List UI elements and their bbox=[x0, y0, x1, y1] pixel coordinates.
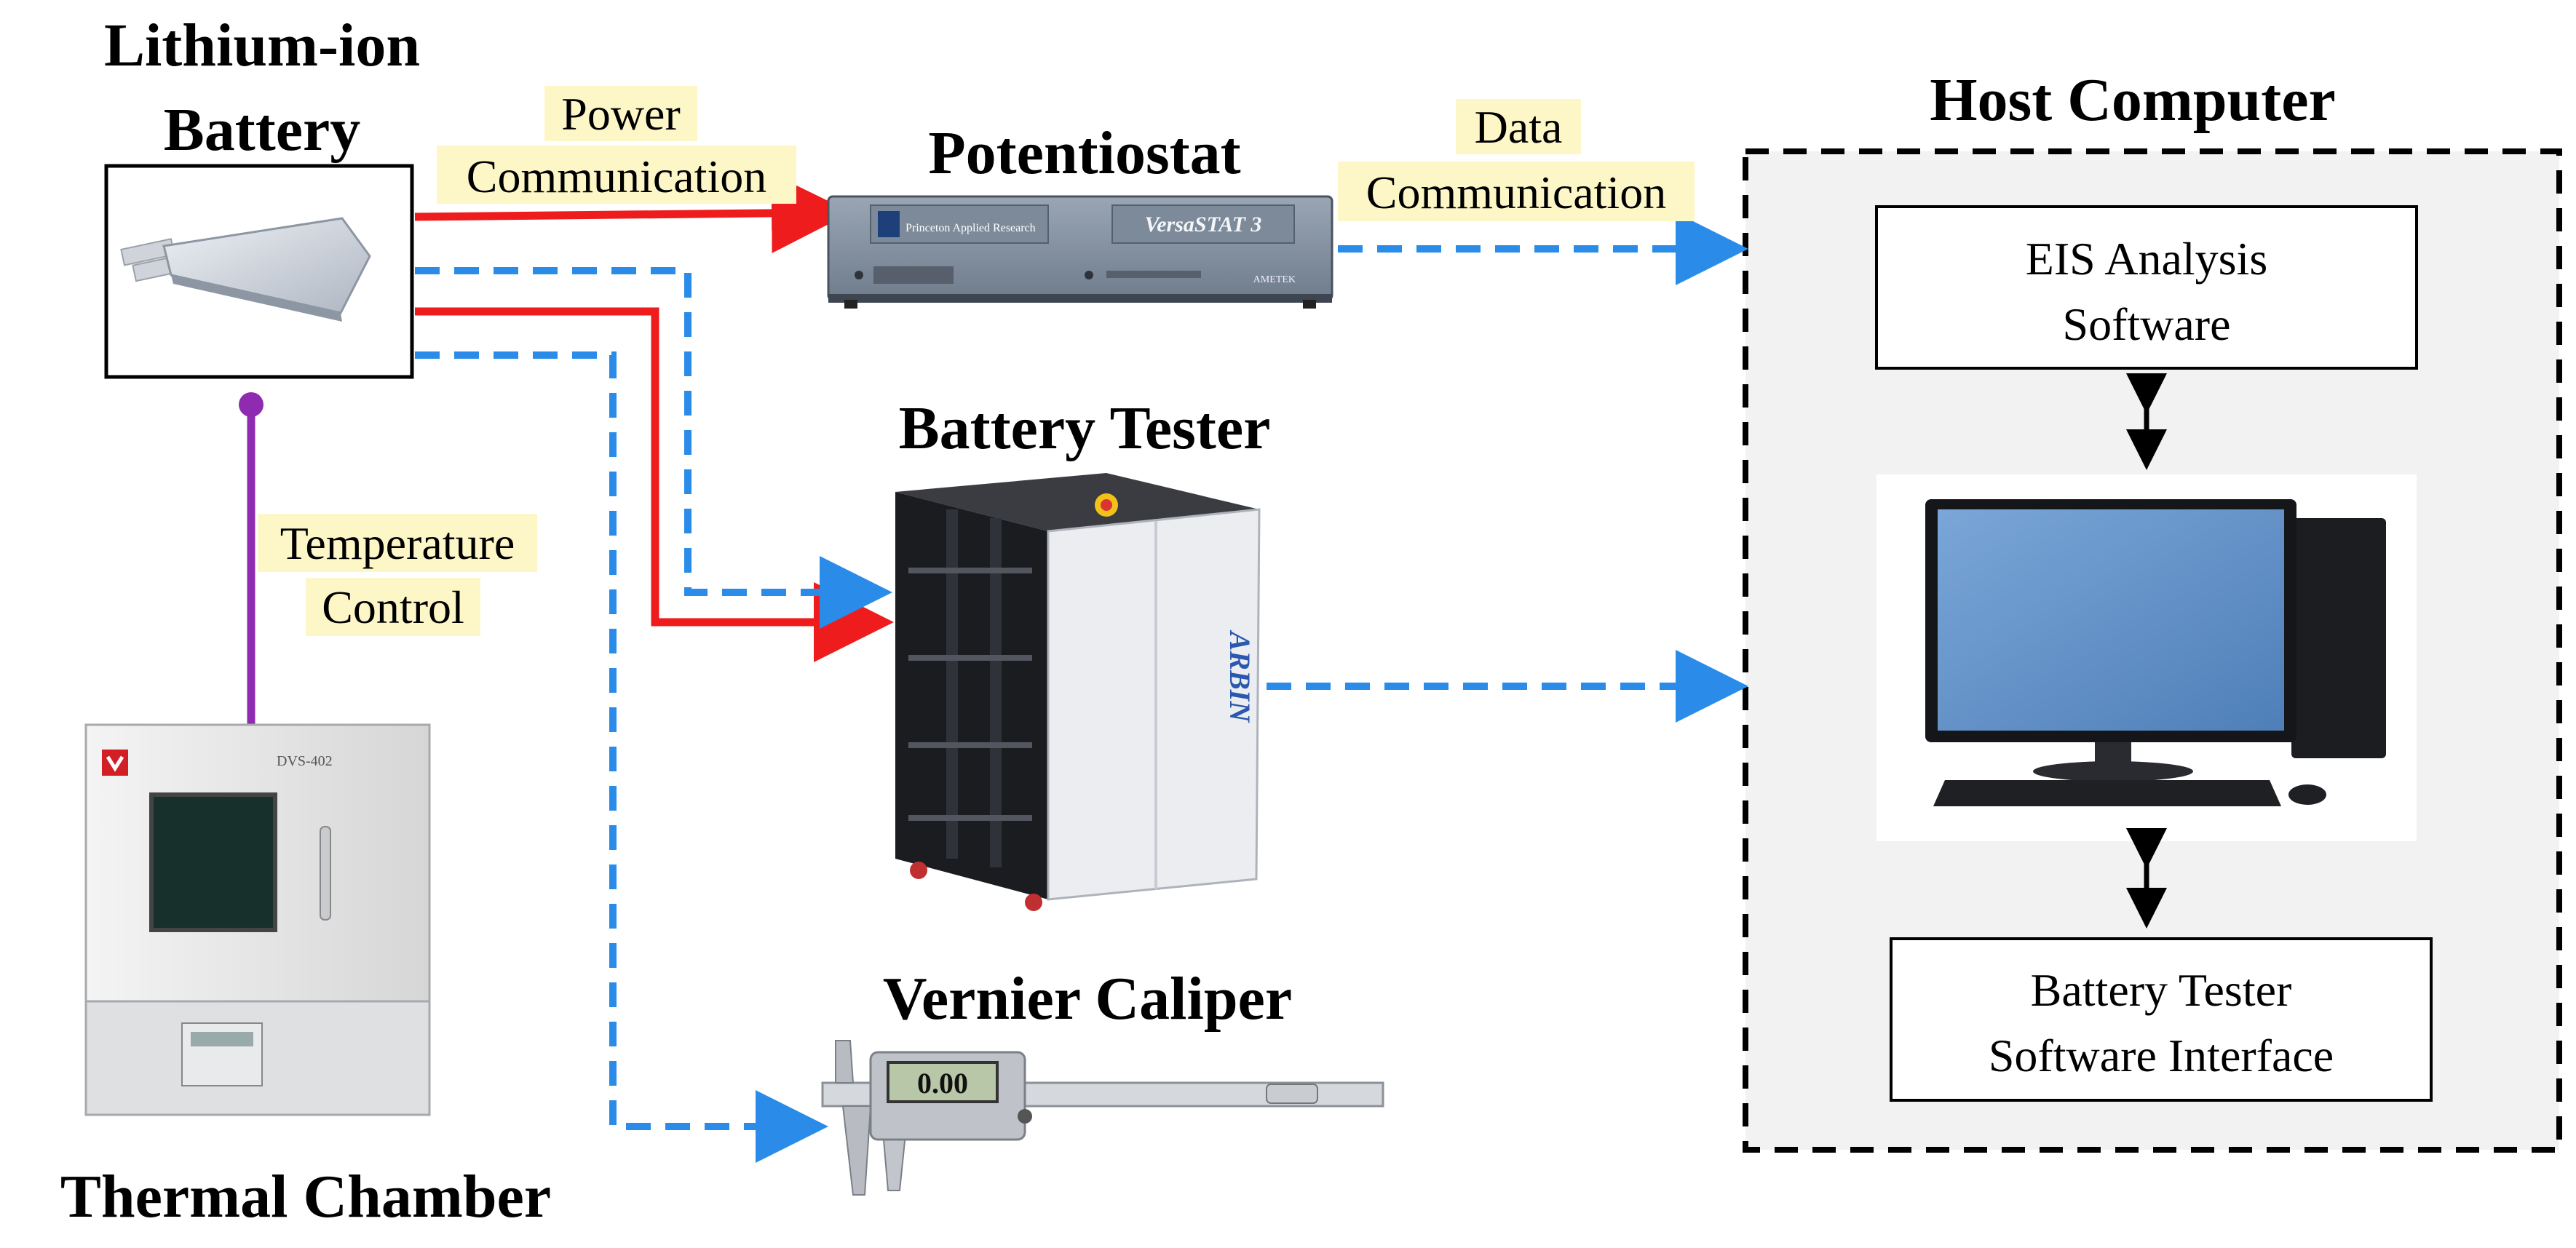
svg-text:Temperature: Temperature bbox=[280, 517, 515, 569]
power-line-potentiostat bbox=[414, 172, 852, 253]
temperature-control-label: Temperature Control bbox=[258, 514, 537, 636]
power-line-battery-tester bbox=[415, 307, 894, 662]
battery-title-line1: Lithium-ion bbox=[104, 12, 420, 79]
monitor-screen bbox=[1938, 509, 2284, 731]
host-computer-title: Host Computer bbox=[1930, 66, 2336, 134]
temperature-endpoint-top bbox=[239, 392, 263, 417]
potentiostat-model: VersaSTAT 3 bbox=[1145, 212, 1262, 237]
potentiostat-maker: AMETEK bbox=[1253, 274, 1296, 285]
data-communication-label: Data Communication bbox=[1338, 99, 1695, 221]
power-communication-label: Power Communication bbox=[437, 86, 796, 204]
svg-text:Communication: Communication bbox=[467, 151, 766, 202]
thermal-chamber: DVS-402 Thermal Chamber bbox=[60, 723, 551, 1231]
thermal-chamber-model: DVS-402 bbox=[277, 753, 333, 769]
potentiostat-model-panel bbox=[1111, 204, 1295, 244]
battery-title-line2: Battery bbox=[164, 96, 361, 164]
thermal-chamber-title: Thermal Chamber bbox=[60, 1163, 551, 1231]
pc-tower bbox=[2291, 518, 2386, 758]
potentiostat-brand: Princeton Applied Research bbox=[905, 222, 1036, 234]
pouch-cell-illustration bbox=[120, 217, 371, 322]
desktop-computer-illustration bbox=[1876, 474, 2417, 841]
potentiostat-title: Potentiostat bbox=[928, 119, 1240, 187]
data-line-vernier-caliper bbox=[415, 351, 828, 1163]
tester-software-label-line2: Software Interface bbox=[1989, 1030, 2334, 1081]
eis-software-label-line1: EIS Analysis bbox=[2026, 233, 2267, 285]
data-line-battery-tester bbox=[415, 267, 892, 629]
caliper-display bbox=[887, 1061, 999, 1103]
battery-tester-brand: ARBIN bbox=[1224, 629, 1256, 724]
chamber-window bbox=[149, 792, 277, 932]
potentiostat: Potentiostat Princeton Applied Research … bbox=[827, 119, 1333, 309]
mouse bbox=[2288, 784, 2326, 805]
lithium-ion-battery: Lithium-ion Battery bbox=[104, 12, 420, 379]
svg-text:Data: Data bbox=[1475, 101, 1563, 153]
eis-software-label-line2: Software bbox=[2062, 298, 2230, 350]
caliper-illustration: 0.00 bbox=[821, 1040, 1384, 1196]
tester-software-label-line1: Battery Tester bbox=[2031, 964, 2292, 1016]
potentiostat-logo-panel bbox=[870, 204, 1049, 244]
host-computer-group: Host Computer EIS Analysis Software Batt… bbox=[1743, 66, 2562, 1153]
caliper-readout: 0.00 bbox=[917, 1067, 968, 1100]
keyboard bbox=[1933, 780, 2281, 806]
svg-text:Communication: Communication bbox=[1366, 167, 1666, 218]
vernier-caliper: Vernier Caliper 0.00 bbox=[821, 965, 1384, 1196]
monitor-base bbox=[2033, 761, 2193, 782]
vernier-caliper-title: Vernier Caliper bbox=[883, 965, 1292, 1033]
eis-software-box bbox=[1875, 205, 2418, 370]
tester-software-box bbox=[1890, 937, 2433, 1102]
battery-tester: Battery Tester ARBIN bbox=[895, 394, 1270, 911]
battery-tester-cabinet: ARBIN bbox=[895, 473, 1261, 911]
svg-text:Power: Power bbox=[561, 88, 681, 140]
battery-tester-title: Battery Tester bbox=[899, 394, 1271, 462]
svg-text:Control: Control bbox=[322, 581, 464, 633]
thermal-chamber-illustration: DVS-402 bbox=[84, 723, 431, 1116]
